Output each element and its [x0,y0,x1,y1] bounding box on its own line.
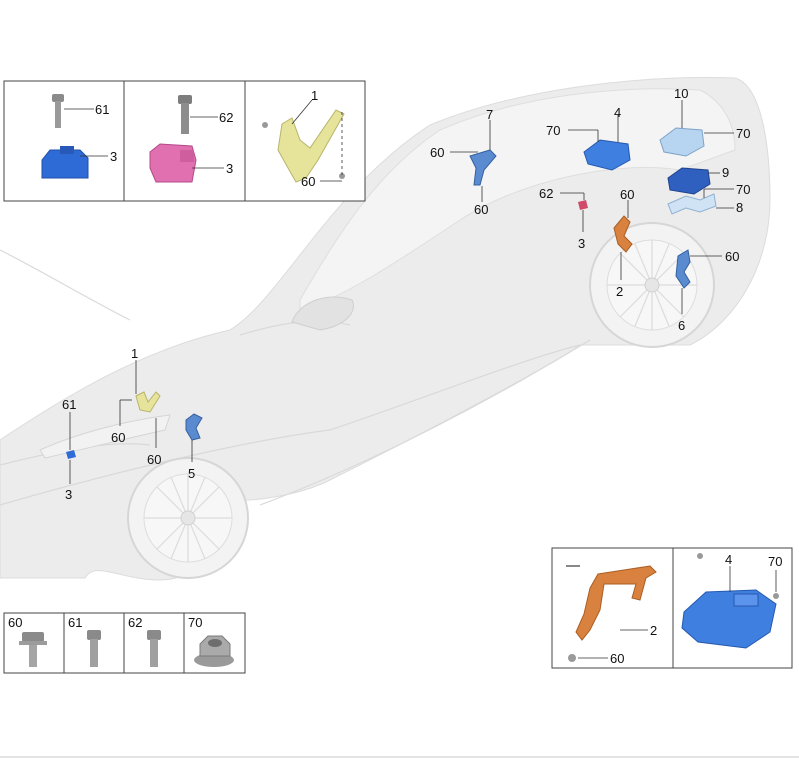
label-7: 7 [486,107,493,122]
front-wheel [127,457,249,579]
detail-lever-2-image [566,565,657,662]
label-9: 9 [722,165,729,180]
label-60-detail: 60 [610,651,624,666]
bracket-8-image [667,193,717,215]
legend-item-62: 62 [128,615,161,667]
footer-divider [0,756,799,758]
front-sensor-3-image [66,450,76,459]
label-60-2top: 60 [620,187,634,202]
module-10-image [659,127,705,157]
label-70-4: 70 [546,123,560,138]
legend-code-61: 61 [68,615,82,630]
label-70-10: 70 [736,126,750,141]
rear-lever-2-image [613,215,633,253]
label-70-detail: 70 [768,554,782,569]
label-8: 8 [736,200,743,215]
front-bracket-1-image [135,391,161,413]
label-3-pink: 3 [226,161,233,176]
label-70-8: 70 [736,182,750,197]
module-9-image [667,167,711,195]
rear-sensor-3-image [578,200,588,210]
label-3-rear: 3 [578,236,585,251]
label-6: 6 [678,318,685,333]
bolt-61-image [52,94,64,128]
legend-code-70: 70 [188,615,202,630]
legend-code-60: 60 [8,615,22,630]
label-62-rear: 62 [539,186,553,201]
bolt-icon [147,630,161,667]
bolt-icon [87,630,101,667]
label-61: 61 [95,102,109,117]
yellow-bracket-1-image [262,109,345,183]
label-60-7top: 60 [430,145,444,160]
label-61-front: 61 [62,397,76,412]
label-1-box: 1 [311,88,318,103]
rear-link-6-image [675,249,691,289]
label-5: 5 [188,466,195,481]
label-4-detail: 4 [725,552,732,567]
module-4-image [583,139,631,171]
label-60-6: 60 [725,249,739,264]
detail-module-4-image [681,553,779,649]
front-link-5-image [185,413,203,441]
bolt-62-image [178,95,192,134]
flange-nut-icon [194,635,234,667]
label-1-front: 1 [131,346,138,361]
label-60-box: 60 [301,174,315,189]
pink-sensor-3-image [149,143,197,183]
label-62: 62 [219,110,233,125]
flange-bolt-icon [19,632,47,667]
label-3-front: 3 [65,487,72,502]
legend-item-60: 60 [8,615,47,667]
legend-code-62: 62 [128,615,142,630]
label-4: 4 [614,105,621,120]
label-3-blue: 3 [110,149,117,164]
label-60-1a: 60 [111,430,125,445]
legend-item-61: 61 [68,615,101,667]
label-2-detail: 2 [650,623,657,638]
rear-bracket-7-image [469,149,497,186]
legend-item-70: 70 [188,615,234,667]
label-2-rear: 2 [616,284,623,299]
rear-wheel [589,222,715,348]
label-60-7bottom: 60 [474,202,488,217]
label-10: 10 [674,86,688,101]
label-60-1b: 60 [147,452,161,467]
blue-sensor-3-image [41,146,89,179]
